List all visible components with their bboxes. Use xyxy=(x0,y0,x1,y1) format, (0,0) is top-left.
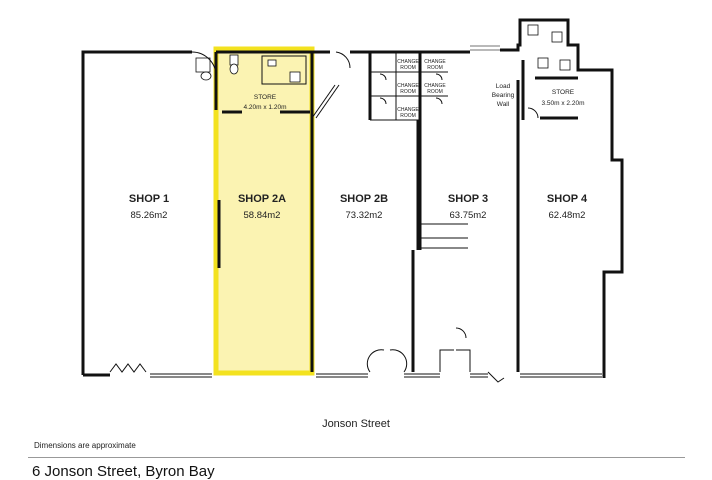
shop-3-name: SHOP 3 xyxy=(448,193,488,205)
shop-1-name: SHOP 1 xyxy=(129,193,169,205)
shop-4-name: SHOP 4 xyxy=(547,193,588,205)
store-2-label: STORE xyxy=(552,89,575,96)
shop-2b-area: 73.32m2 xyxy=(346,210,383,221)
change-room-4-line2: ROOM xyxy=(427,89,443,95)
change-room-1-line1: CHANGE xyxy=(397,59,419,65)
address-title: 6 Jonson Street, Byron Bay xyxy=(32,463,215,480)
street-label: Jonson Street xyxy=(322,418,390,430)
change-room-3-line1: CHANGE xyxy=(397,83,419,89)
change-room-1-line2: ROOM xyxy=(400,65,416,71)
outer-walls xyxy=(81,18,624,378)
shop-2a-area: 58.84m2 xyxy=(244,210,281,221)
change-room-2-line2: ROOM xyxy=(427,65,443,71)
shop-2b-name: SHOP 2B xyxy=(340,193,388,205)
shop-4-area: 62.48m2 xyxy=(549,210,586,221)
load-wall-line3: Wall xyxy=(497,101,510,108)
doors xyxy=(109,45,539,383)
change-room-2-line1: CHANGE xyxy=(424,59,446,65)
change-room-3-line2: ROOM xyxy=(400,89,416,95)
footer-divider xyxy=(28,457,685,458)
shop-2a-highlight[interactable] xyxy=(213,46,315,376)
load-wall-line2: Bearing xyxy=(492,92,515,99)
toilet-fixtures xyxy=(195,24,571,85)
change-room-5-line2: ROOM xyxy=(400,113,416,119)
load-wall-line1: Load xyxy=(496,83,511,90)
dimensions-note: Dimensions are approximate xyxy=(34,441,136,450)
shop-2a-name: SHOP 2A xyxy=(238,193,286,205)
shop-3-area: 63.75m2 xyxy=(450,210,487,221)
interior-walls xyxy=(214,52,578,372)
store-1-label: STORE xyxy=(254,94,277,101)
shop-1-area: 85.26m2 xyxy=(131,210,168,221)
change-room-4-line1: CHANGE xyxy=(424,83,446,89)
store-2-size: 3.50m x 2.20m xyxy=(542,100,585,107)
store-1-size: 4.20m x 1.20m xyxy=(244,104,287,111)
floor-plan: SHOP 1 85.26m2 SHOP 2A 58.84m2 SHOP 2B 7… xyxy=(81,18,624,383)
change-room-5-line1: CHANGE xyxy=(397,107,419,113)
